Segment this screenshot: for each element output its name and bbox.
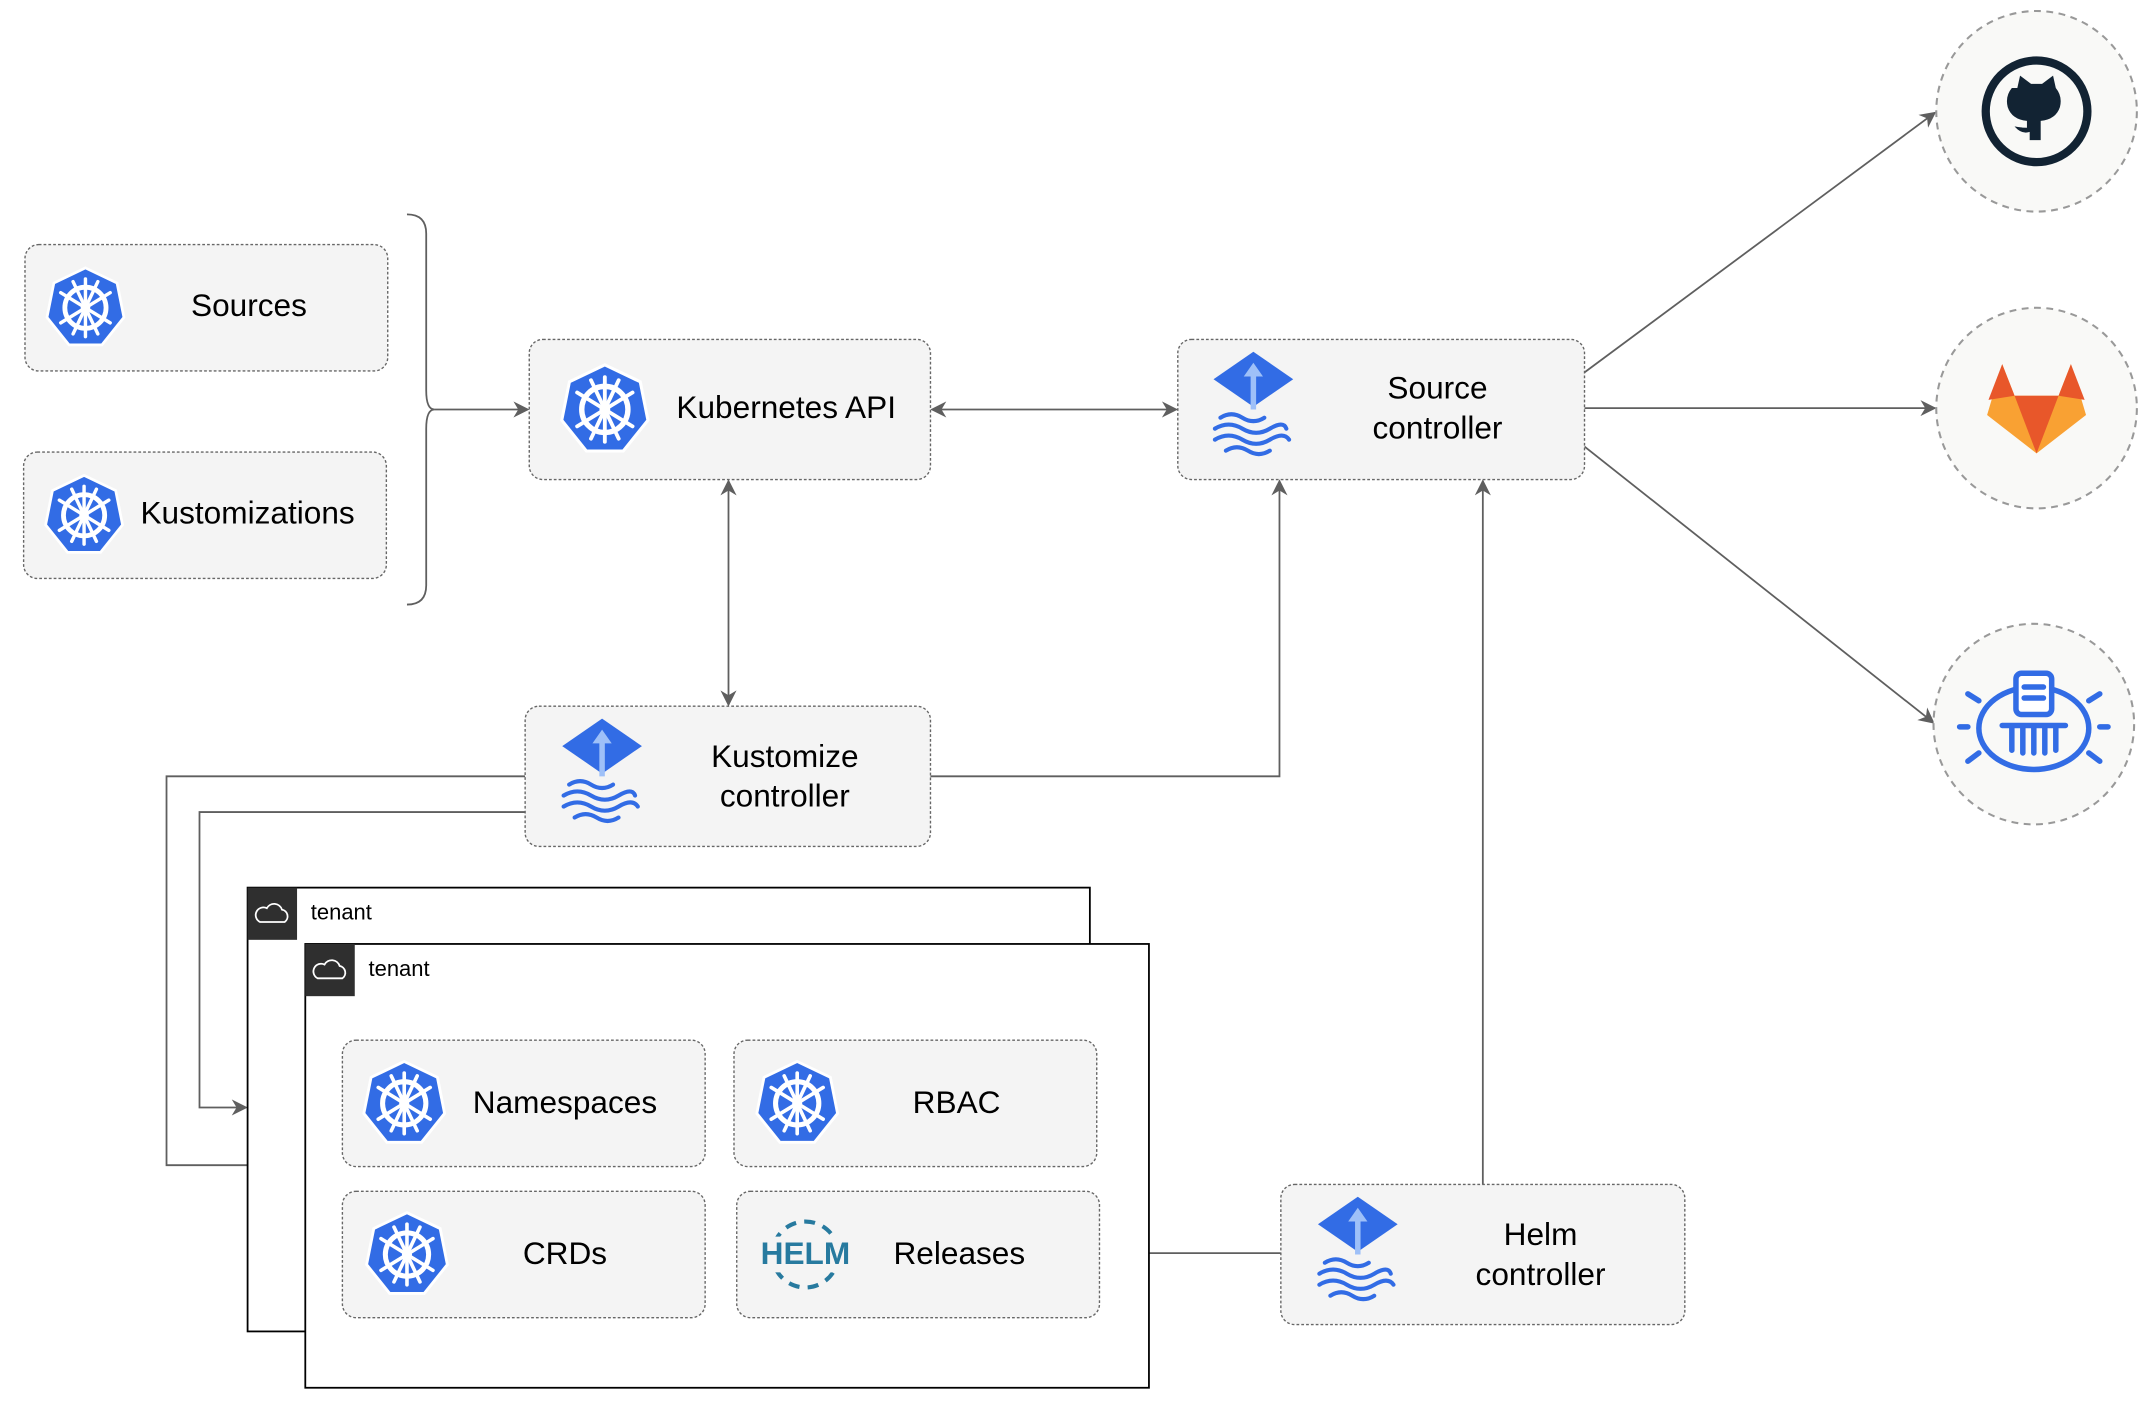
releases-node[interactable]: HELM Releases xyxy=(736,1190,1101,1319)
cloud-icon xyxy=(254,902,289,923)
edge-kustomize-to-tenant-1 xyxy=(198,811,526,1116)
sources-label: Sources xyxy=(191,287,307,323)
source-controller-label-1: Source xyxy=(1387,370,1487,406)
helm-logo-text: HELM xyxy=(761,1235,851,1271)
bracket xyxy=(406,213,435,606)
helm-controller-node[interactable]: Helm controller xyxy=(1280,1183,1686,1326)
kustomize-controller-label-1: Kustomize xyxy=(711,738,858,774)
kubernetes-icon xyxy=(47,268,124,345)
kubernetes-icon xyxy=(757,1062,838,1143)
tenant-label: tenant xyxy=(369,956,430,981)
source-controller-node[interactable]: Source controller xyxy=(1177,338,1586,481)
releases-label: Releases xyxy=(893,1235,1025,1271)
kustomize-controller-node[interactable]: Kustomize controller xyxy=(524,705,932,848)
edge-kustomize-to-source xyxy=(930,479,1288,778)
bucket-icon xyxy=(1956,670,2111,773)
github-node[interactable] xyxy=(1935,9,2138,213)
kustomizations-label: Kustomizations xyxy=(140,495,354,531)
gitlab-icon xyxy=(1987,364,2087,454)
gitlab-node[interactable] xyxy=(1935,306,2138,510)
kubernetes-api-label: Kubernetes API xyxy=(676,389,896,425)
rbac-node[interactable]: RBAC xyxy=(733,1039,1098,1168)
edge-source-to-github xyxy=(1583,111,1937,374)
kubernetes-icon xyxy=(364,1062,445,1143)
kubernetes-icon xyxy=(562,365,648,451)
helm-controller-label-1: Helm xyxy=(1504,1216,1578,1252)
sources-node[interactable]: Sources xyxy=(24,243,389,372)
crds-label: CRDs xyxy=(523,1235,607,1271)
cloud-icon xyxy=(312,959,347,980)
helm-icon: HELM xyxy=(758,1219,853,1290)
namespaces-label: Namespaces xyxy=(473,1084,657,1120)
tenant-label: tenant xyxy=(311,900,372,925)
github-icon xyxy=(1981,56,2092,167)
edge-kustomize-to-tenant-2 xyxy=(165,775,526,1174)
namespaces-node[interactable]: Namespaces xyxy=(341,1039,706,1168)
kustomizations-node[interactable]: Kustomizations xyxy=(22,451,388,580)
bucket-node[interactable] xyxy=(1932,622,2136,826)
kubernetes-api-node[interactable]: Kubernetes API xyxy=(528,338,932,481)
kubernetes-icon xyxy=(46,475,123,552)
kubernetes-icon xyxy=(367,1213,448,1294)
tenant-front[interactable]: tenant Namespaces RBAC CRDs HELM Release… xyxy=(304,943,1150,1389)
edge-source-to-bucket xyxy=(1583,445,1935,724)
rbac-label: RBAC xyxy=(913,1084,1001,1120)
source-controller-label-2: controller xyxy=(1373,409,1503,445)
helm-controller-label-2: controller xyxy=(1476,1256,1606,1292)
crds-node[interactable]: CRDs xyxy=(341,1190,706,1319)
kustomize-controller-label-2: controller xyxy=(720,778,850,814)
